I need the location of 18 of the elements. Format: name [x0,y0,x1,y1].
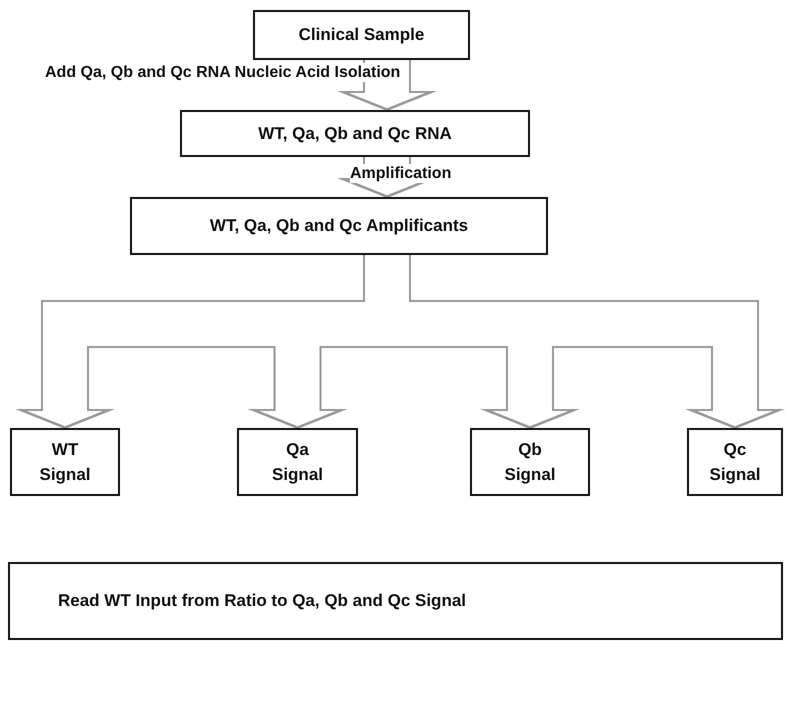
process-box [10,428,120,496]
box-label: Qc Signal [708,438,762,486]
edge-label: Amplification [350,164,452,184]
box-label: Clinical Sample [298,24,424,46]
edge-label: Add Qa, Qb and Qc RNA Nucleic Acid Isolation [45,63,400,82]
box-label: Qa Signal [270,438,324,486]
process-box [180,110,530,157]
process-box [687,428,783,496]
process-box [470,428,590,496]
process-box [237,428,358,496]
process-box [253,10,470,60]
box-label: WT, Qa, Qb and Qc Amplificants [210,215,468,238]
box-label: Qb Signal [503,438,556,486]
process-box [8,562,783,640]
box-label: Read WT Input from Ratio to Qa, Qb and Qc Signal [58,590,466,612]
box-label: WT, Qa, Qb and Qc RNA [258,122,452,145]
box-label: WT Signal [38,438,92,486]
process-box [130,197,548,255]
